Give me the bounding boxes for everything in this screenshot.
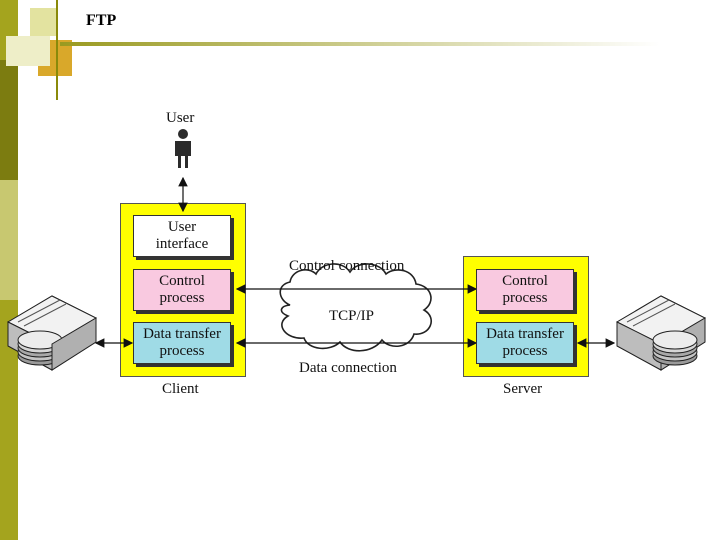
corner-square-pale — [6, 36, 50, 66]
user-label: User — [166, 110, 195, 126]
data-connection-label: Data connection — [299, 360, 397, 376]
server-disk-icon — [615, 295, 707, 371]
server-data-transfer-line2: process — [502, 343, 548, 359]
slide-title: FTP — [86, 12, 117, 29]
corner-vertical-line — [56, 0, 58, 100]
client-control-process-line1: Control — [159, 273, 205, 289]
user-person-icon — [175, 129, 191, 168]
cloud-label: TCP/IP — [329, 308, 375, 324]
server-label: Server — [503, 381, 543, 397]
client-data-transfer-line1: Data transfer — [143, 326, 221, 342]
header-rule — [60, 42, 660, 46]
corner-square-light — [30, 8, 56, 36]
server-data-transfer-box: Data transfer process — [476, 322, 574, 364]
server-data-transfer-line1: Data transfer — [486, 326, 564, 342]
client-label: Client — [162, 381, 199, 397]
left-accent-bar-dark — [0, 60, 18, 180]
control-connection-label: Control connection — [289, 258, 405, 274]
client-user-interface-line1: User — [167, 219, 197, 235]
client-data-transfer-box: Data transfer process — [133, 322, 231, 364]
client-data-transfer-line2: process — [159, 343, 205, 359]
server-control-process-line2: process — [502, 290, 548, 306]
left-accent-bar-light — [0, 180, 18, 300]
client-control-process-box: Control process — [133, 269, 231, 311]
client-disk-icon — [6, 295, 98, 371]
client-user-interface-box: User interface — [133, 215, 231, 257]
client-control-process-line2: process — [159, 290, 205, 306]
server-control-process-box: Control process — [476, 269, 574, 311]
client-user-interface-line2: interface — [155, 236, 209, 252]
server-control-process-line1: Control — [502, 273, 548, 289]
